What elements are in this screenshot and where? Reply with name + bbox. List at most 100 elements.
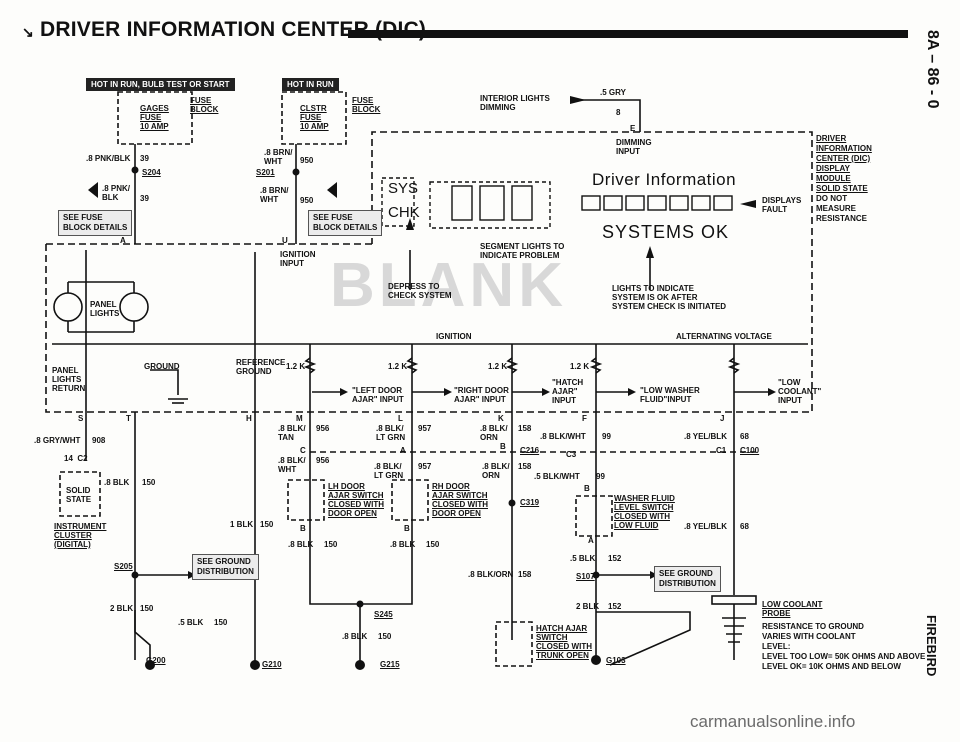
circuit-158-b: 158 xyxy=(518,462,532,471)
pin-s: S xyxy=(78,414,84,423)
resistor-2: 1.2 K xyxy=(388,362,408,371)
ignition-label: IGNITION xyxy=(436,332,472,341)
clstr-fuse-label: CLSTR FUSE 10 AMP xyxy=(300,104,329,131)
low-coolant-input: "LOW COOLANT" INPUT xyxy=(778,378,822,405)
circuit-957-a: 957 xyxy=(418,424,432,433)
circuit-158-a: 158 xyxy=(518,424,532,433)
low-coolant-probe-label: LOW COOLANT PROBE xyxy=(762,600,823,618)
circuit-956-a: 956 xyxy=(316,424,330,433)
watermark: carmanualsonline.info xyxy=(690,712,856,731)
circuit-908: 908 xyxy=(92,436,106,445)
pin-j: J xyxy=(720,414,725,423)
wire-8blk-150-g: .8 BLK xyxy=(342,632,368,641)
circuit-956-b: 956 xyxy=(316,456,330,465)
circuit-39-a: 39 xyxy=(140,154,149,163)
pin-b-rh: B xyxy=(404,524,410,533)
solid-state-label: SOLID STATE xyxy=(66,486,92,504)
right-door-input: "RIGHT DOOR AJAR" INPUT xyxy=(454,386,509,404)
wire-gry-wht: .8 GRY/WHT xyxy=(34,436,81,445)
hatch-ajar-switch-label: HATCH AJAR SWITCH CLOSED WITH TRUNK OPEN xyxy=(536,624,592,660)
wire-blk-wht-99-b: .5 BLK/WHT xyxy=(534,472,580,481)
circuit-950-a: 950 xyxy=(300,156,314,165)
wire-pnk-blk-39: .8 PNK/BLK xyxy=(86,154,131,163)
lights-system-ok-label: LIGHTS TO INDICATE SYSTEM IS OK AFTER SY… xyxy=(612,284,727,311)
wire-yel-blk: .8 YEL/BLK xyxy=(684,432,727,441)
pin-b-lh: B xyxy=(300,524,306,533)
header-rule xyxy=(348,30,908,38)
wire-5blk-152: .5 BLK xyxy=(570,554,596,563)
do-not-measure-label: DO NOT MEASURE RESISTANCE xyxy=(816,194,867,223)
circuit-99-b: 99 xyxy=(596,472,605,481)
circuit-150-d: 150 xyxy=(426,540,440,549)
wire-1blk-150: 1 BLK xyxy=(230,520,254,529)
fuse-block-label-1: FUSE BLOCK xyxy=(190,96,219,114)
pin-c1: C1 xyxy=(716,446,727,455)
see-fuse-block-left: SEE FUSE BLOCK DETAILS xyxy=(58,210,133,236)
circuit-39-b: 39 xyxy=(140,194,149,203)
pin-c: C xyxy=(300,446,306,455)
wire-2blk-150: 2 BLK xyxy=(110,604,134,613)
pin-f: F xyxy=(582,414,587,423)
gages-fuse-label: GAGES FUSE 10 AMP xyxy=(140,104,169,131)
wire-blk-ltgrn-957: .8 BLK/ LT GRN xyxy=(374,462,404,480)
alternating-voltage-label: ALTERNATING VOLTAGE xyxy=(676,332,772,341)
hot-bulb-test-tag: HOT IN RUN, BULB TEST OR START xyxy=(86,78,235,91)
panel-lights-label: PANEL LIGHTS xyxy=(90,300,120,318)
resistor-4: 1.2 K xyxy=(570,362,590,371)
wire-brn-wht: .8 BRN/ WHT xyxy=(264,148,293,166)
resistor-3: 1.2 K xyxy=(488,362,508,371)
circuit-68-b: 68 xyxy=(740,522,749,531)
washer-fluid-switch-label: WASHER FLUID LEVEL SWITCH CLOSED WITH LO… xyxy=(614,494,675,530)
wire-blk-wht-956: .8 BLK/ WHT xyxy=(278,456,306,474)
wire-blk-orn: .8 BLK/ ORN xyxy=(480,424,508,442)
splice-s205: S205 xyxy=(114,562,133,571)
lh-door-switch-label: LH DOOR AJAR SWITCH CLOSED WITH DOOR OPE… xyxy=(328,482,384,518)
fuse-block-label-2: FUSE BLOCK xyxy=(352,96,381,114)
reference-ground-label: REFERENCE GROUND xyxy=(236,358,286,376)
circuit-158-c: 158 xyxy=(518,570,532,579)
wire-gry: .5 GRY xyxy=(600,88,626,97)
instrument-cluster-label: INSTRUMENT CLUSTER (DIGITAL) xyxy=(54,522,107,549)
sys-button-label: SYS xyxy=(388,180,419,197)
ground-g103: G103 xyxy=(606,656,626,665)
ground-g215: G215 xyxy=(380,660,400,669)
pin-k: K xyxy=(498,414,504,423)
rh-door-switch-label: RH DOOR AJAR SWITCH CLOSED WITH DOOR OPE… xyxy=(432,482,488,518)
wire-yel-blk-68-b: .8 YEL/BLK xyxy=(684,522,727,531)
dic-module-name: DRIVER INFORMATION CENTER (DIC) DISPLAY … xyxy=(816,134,872,193)
splice-s204: S204 xyxy=(142,168,161,177)
resistor-1: 1.2 K xyxy=(286,362,306,371)
splice-s245: S245 xyxy=(374,610,393,619)
splice-s201: S201 xyxy=(256,168,275,177)
pin-l: L xyxy=(398,414,403,423)
dic-display-title: Driver Information xyxy=(592,170,737,189)
hot-in-run-tag: HOT IN RUN xyxy=(282,78,339,91)
coolant-probe-description: RESISTANCE TO GROUND VARIES WITH COOLANT… xyxy=(762,622,926,671)
depress-check-label: DEPRESS TO CHECK SYSTEM xyxy=(388,282,452,300)
circuit-150-b: 150 xyxy=(260,520,274,529)
see-ground-left: SEE GROUND DISTRIBUTION xyxy=(192,554,259,580)
wire-8blk-150-d: .8 BLK xyxy=(390,540,416,549)
segment-lights-label: SEGMENT LIGHTS TO INDICATE PROBLEM xyxy=(480,242,565,260)
panel-lights-return: PANEL LIGHTS RETURN xyxy=(52,366,86,393)
connector-c3: C3 xyxy=(566,450,577,459)
splice-s107: S107 xyxy=(576,572,595,581)
wire-blk-150-a: .8 BLK xyxy=(104,478,130,487)
connector-c216: C216 xyxy=(520,446,540,455)
circuit-150-c: 150 xyxy=(324,540,338,549)
connector-c100: C100 xyxy=(740,446,760,455)
circuit-8: 8 xyxy=(616,108,621,117)
circuit-68-a: 68 xyxy=(740,432,749,441)
pin-e: E xyxy=(630,124,636,133)
connector-c319: C319 xyxy=(520,498,540,507)
diagram-title: DRIVER INFORMATION CENTER (DIC) xyxy=(40,18,427,41)
wire-brn-wht-2: .8 BRN/ WHT xyxy=(260,186,289,204)
pin-a-c216: A xyxy=(400,446,406,455)
ignition-input-label: IGNITION INPUT xyxy=(280,250,316,268)
circuit-150-a: 150 xyxy=(142,478,156,487)
wire-blk-ltgrn: .8 BLK/ LT GRN xyxy=(376,424,406,442)
circuit-152-a: 152 xyxy=(608,554,622,563)
wire-pnk-blk: .8 PNK/ BLK xyxy=(102,184,131,202)
left-door-input: "LEFT DOOR AJAR" INPUT xyxy=(352,386,404,404)
